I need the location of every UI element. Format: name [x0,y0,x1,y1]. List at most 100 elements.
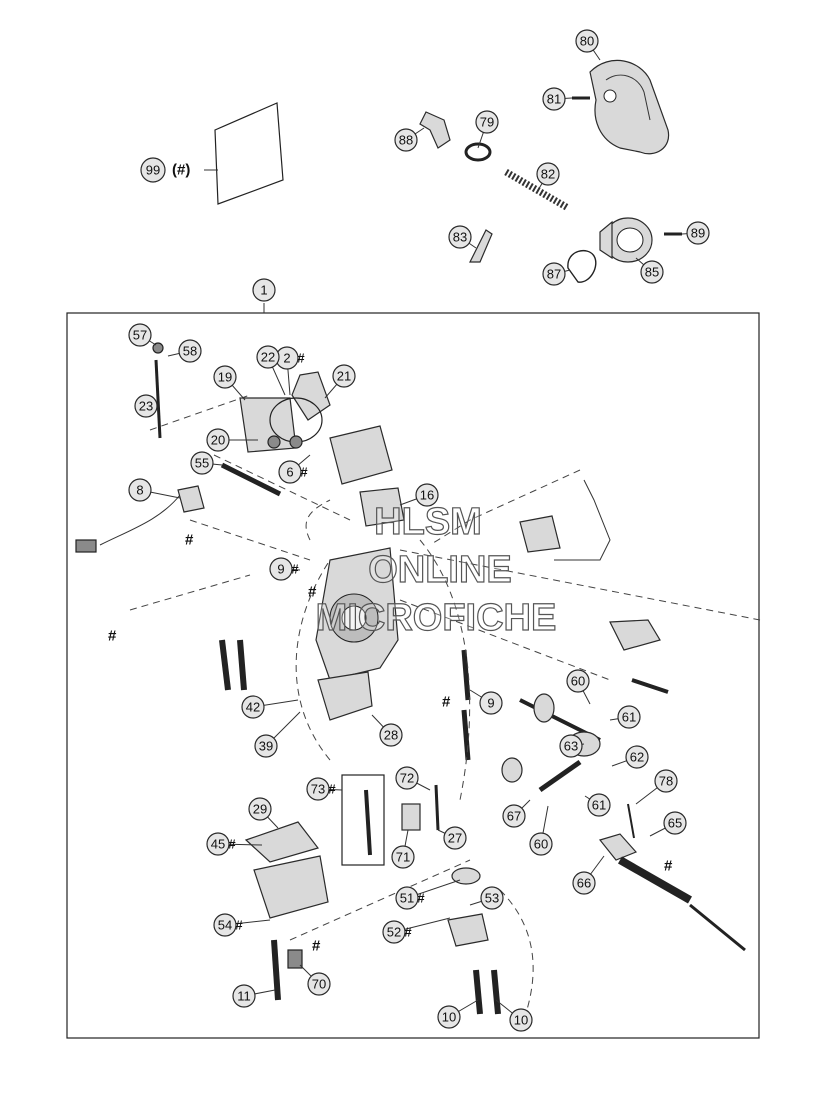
callout-54[interactable]: 54# [213,913,271,937]
callout-number: 65 [668,816,682,831]
callout-70[interactable]: 70 [299,964,331,996]
callout-number: 57 [133,328,147,343]
callout-number: 89 [691,226,705,241]
callout-number: 9 [487,696,494,711]
callout-57[interactable]: 57 [128,323,157,347]
callout-42[interactable]: 42 [241,695,299,719]
callout-number: 70 [312,977,326,992]
callout-16[interactable]: 16 [399,483,439,507]
hash-mark: # [228,837,236,852]
callout-85[interactable]: 85 [635,257,664,284]
callout-number: 71 [396,850,410,865]
callout-number: 55 [195,456,209,471]
callout-55[interactable]: 55 [190,451,223,475]
callout-65[interactable]: 65 [649,811,687,837]
callout-67[interactable]: 67 [502,799,531,828]
callout-number: 67 [507,809,521,824]
callout-22[interactable]: 22 [256,345,286,396]
callout-23[interactable]: 23 [134,394,159,418]
callout-number: 62 [630,750,644,765]
callout-10[interactable]: 10 [495,999,533,1032]
callout-number: 19 [218,370,232,385]
callout-number: 45 [211,837,225,852]
callout-20[interactable]: 20 [206,428,258,452]
svg-text:1: 1 [260,283,267,298]
hash-mark: # [417,891,425,906]
callout-21[interactable]: 21 [324,364,356,399]
callout-80[interactable]: 80 [575,29,601,61]
callout-78[interactable]: 78 [635,769,678,805]
callout-83[interactable]: 83 [448,225,477,249]
callout-number: 81 [547,92,561,107]
hash-mark: # [108,628,117,645]
callout-number: 29 [253,802,267,817]
callout-number: 60 [571,674,585,689]
svg-text:MICROFICHE: MICROFICHE [316,597,557,639]
callout-number: 60 [534,837,548,852]
callout-number: 80 [580,34,594,49]
hash-mark: # [235,918,243,933]
callout-number: 9 [277,562,284,577]
callout-58[interactable]: 58 [167,339,202,363]
callout-79[interactable]: 79 [475,110,499,149]
callout-89[interactable]: 89 [681,221,710,245]
callout-number: 61 [622,710,636,725]
callout-number: 88 [399,133,413,148]
callout-number: 66 [577,876,591,891]
callout-10[interactable]: 10 [437,999,479,1029]
callout-73[interactable]: 73# [306,777,343,801]
callout-11[interactable]: 11 [232,984,276,1008]
callout-62[interactable]: 62 [611,745,649,769]
callout-71[interactable]: 71 [391,829,415,869]
callout-2[interactable]: 2# [275,346,305,396]
callout-66[interactable]: 66 [572,855,605,895]
callout-main-assembly[interactable]: 1 [252,278,276,302]
callout-88[interactable]: 88 [394,127,425,152]
callout-number: 39 [259,739,273,754]
callout-9[interactable]: 9 [469,689,503,715]
callout-60[interactable]: 60 [529,805,553,856]
callout-27[interactable]: 27 [437,826,467,850]
hash-mark: # [297,351,305,366]
callout-39[interactable]: 39 [254,711,301,758]
callout-number: 6 [286,465,293,480]
callout-28[interactable]: 28 [371,714,403,747]
callout-61[interactable]: 61 [584,793,611,817]
callout-60[interactable]: 60 [566,669,591,705]
callout-61[interactable]: 61 [609,705,641,729]
callout-number: 58 [183,344,197,359]
callout-6[interactable]: 6# [278,454,311,484]
callout-63[interactable]: 63 [559,734,585,758]
callout-99[interactable]: 99 [140,157,166,183]
hash-mark: # [664,858,673,875]
callout-number: 63 [564,739,578,754]
hash-mark: # [328,782,336,797]
callout-9[interactable]: 9# [269,557,301,581]
callout-53[interactable]: 53 [469,886,504,910]
callout-19[interactable]: 19 [213,365,246,401]
cover-part [589,59,670,155]
callout-number: 78 [659,774,673,789]
callout-29[interactable]: 29 [248,797,279,829]
callout-87[interactable]: 87 [542,262,571,286]
gasket-sheet [214,102,284,205]
callout-number: 79 [480,115,494,130]
callout-45[interactable]: 45# [206,832,263,856]
callout-number: 22 [261,350,275,365]
callout-number: 73 [311,782,325,797]
callout-number: 11 [237,989,251,1004]
callout-51[interactable]: 51# [395,879,461,910]
callout-8[interactable]: 8 [128,478,181,502]
callout-number: 10 [514,1013,528,1028]
callout-number: 83 [453,230,467,245]
callout-number: 10 [442,1010,456,1025]
callout-81[interactable]: 81 [542,87,573,111]
callout-82[interactable]: 82 [536,162,560,191]
callout-72[interactable]: 72 [395,766,431,791]
watermark: HLSM ONLINE MICROFICHE [315,500,557,639]
svg-text:ONLINE: ONLINE [368,549,512,591]
svg-text:99: 99 [146,163,160,178]
hash-mark: # [308,584,317,601]
callout-52[interactable]: 52# [382,917,451,944]
